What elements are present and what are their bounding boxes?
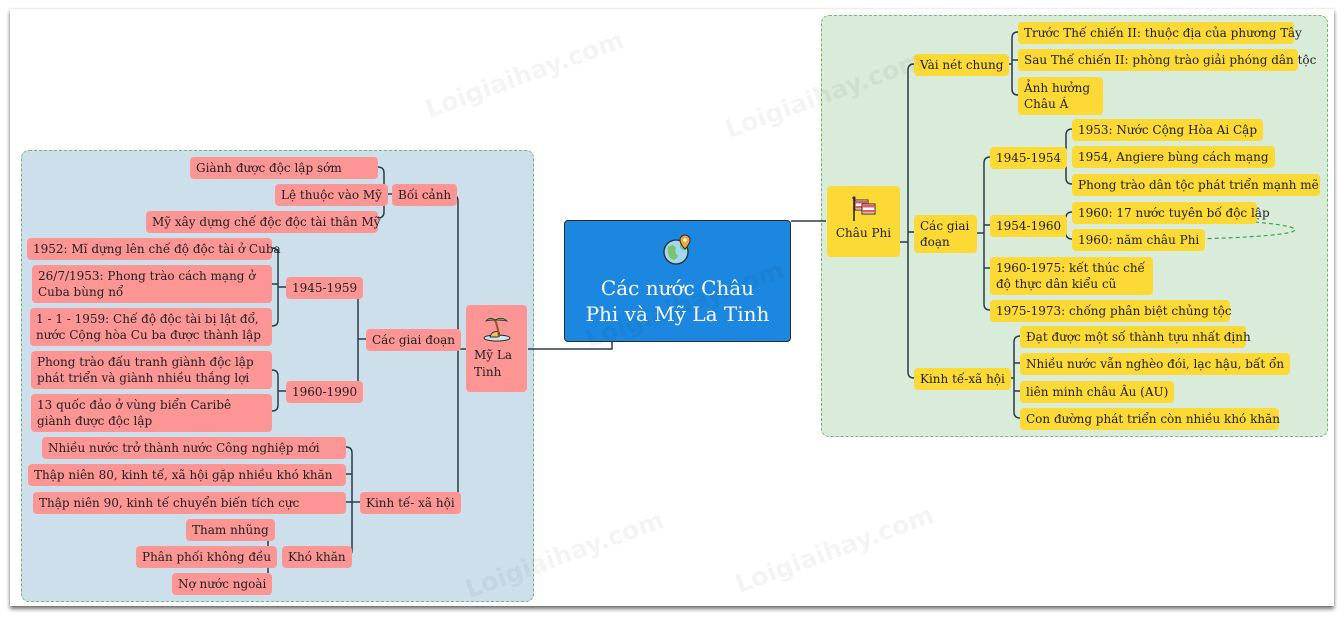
la-period-1945-1959[interactable]: 1945-1959 (286, 277, 364, 299)
la-period-item[interactable]: 1952: Mĩ dựng lên chế độ độc tài ở Cuba (27, 238, 281, 260)
af-period-1975-1973[interactable]: 1975-1973: chống phân biệt chủng tộc (990, 300, 1232, 322)
relationship-arrow (1194, 221, 1296, 240)
af-economy-item[interactable]: liên minh châu Âu (AU) (1020, 381, 1175, 403)
la-economy-item[interactable]: Thập niên 90, kinh tế chuyển biến tích c… (33, 492, 346, 514)
topic-latin-america-label: Mỹ La Tinh (474, 348, 513, 379)
la-period-item[interactable]: 1 - 1 - 1959: Chế độ độc tài bị lật đổ, … (30, 308, 272, 346)
af-period-item[interactable]: 1954, Angiere bùng cách mạng (1072, 146, 1275, 168)
la-difficulty-item[interactable]: Nợ nước ngoài (172, 573, 273, 595)
la-context-item[interactable]: Giành được độc lập sớm (190, 157, 378, 179)
la-period-1960-1990[interactable]: 1960-1990 (286, 381, 364, 403)
la-stages-branch[interactable]: Các giai đoạn (366, 329, 461, 351)
af-economy-item[interactable]: Nhiều nước vẫn nghèo đói, lạc hậu, bất ổ… (1020, 353, 1291, 375)
af-period-item[interactable]: Phong trào dân tộc phát triển mạnh mẽ (1072, 174, 1320, 196)
af-economy-item[interactable]: Đạt được một số thành tựu nhất định (1020, 326, 1251, 348)
la-economy-item[interactable]: Nhiều nước trở thành nước Công nghiệp mớ… (42, 437, 346, 459)
la-difficulty-item[interactable]: Phân phối không đều (136, 546, 278, 568)
la-context-branch[interactable]: Bối cảnh (392, 184, 458, 206)
af-economy-item[interactable]: Con đường phát triển còn nhiều khó khăn (1020, 408, 1280, 430)
af-period-item[interactable]: 1960: 17 nước tuyên bố độc lập (1072, 202, 1270, 224)
af-economy-branch[interactable]: Kinh tế-xã hội (914, 368, 1011, 390)
af-overview-item[interactable]: Ảnh hưởng Châu Á (1018, 77, 1103, 115)
la-period-item[interactable]: Phong trào đấu tranh giành độc lập phát … (31, 351, 272, 389)
la-context-item[interactable]: Lệ thuộc vào Mỹ (275, 184, 388, 206)
af-stages-branch[interactable]: Các giai đoạn (914, 215, 977, 253)
globe-pin-icon (662, 234, 691, 265)
la-period-item[interactable]: 13 quốc đảo ở vùng biển Caribê giành đượ… (31, 394, 272, 432)
af-period-1945-1954[interactable]: 1945-1954 (990, 147, 1068, 169)
island-palm-icon (483, 317, 510, 342)
af-period-item[interactable]: 1953: Nước Cộng Hòa Ai Cập (1072, 119, 1264, 141)
la-difficulties-branch[interactable]: Khó khăn (282, 546, 352, 568)
af-period-item[interactable]: 1960: năm châu Phi (1072, 229, 1206, 251)
af-period-1954-1960[interactable]: 1954-1960 (990, 215, 1068, 237)
af-overview-branch[interactable]: Vài nét chung (914, 54, 1010, 76)
la-context-item[interactable]: Mỹ xây dựng chế độc độc tài thân Mỹ (146, 211, 381, 233)
af-period-1960-1975[interactable]: 1960-1975: kết thúc chế độ thực dân kiểu… (990, 257, 1153, 295)
la-economy-branch[interactable]: Kinh tế- xã hội (360, 492, 461, 514)
topic-africa[interactable]: Châu Phi (827, 186, 900, 257)
la-economy-item[interactable]: Thập niên 80, kinh tế, xã hội gặp nhiều … (28, 464, 346, 486)
la-period-item[interactable]: 26/7/1953: Phong trào cách mạng ở Cuba b… (32, 265, 272, 303)
af-overview-item[interactable]: Trước Thế chiến II: thuộc địa của phương… (1018, 22, 1302, 44)
flag-icon (851, 196, 875, 221)
topic-africa-label: Châu Phi (835, 226, 892, 240)
topic-latin-america[interactable]: Mỹ La Tinh (466, 305, 527, 392)
la-difficulty-item[interactable]: Tham nhũng (186, 519, 275, 541)
af-overview-item[interactable]: Sau Thế chiến II: phòng trào giải phóng … (1018, 49, 1316, 71)
